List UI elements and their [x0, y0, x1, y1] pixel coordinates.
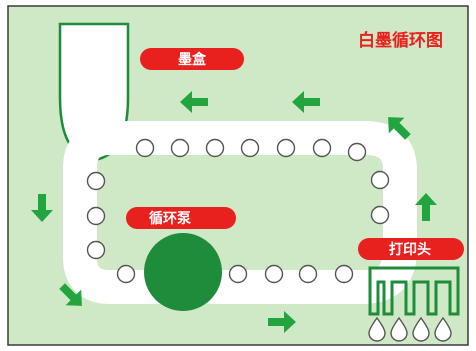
circulation-bead — [135, 138, 155, 158]
circulation-bead — [264, 264, 284, 284]
print-head-label: 打印头 — [389, 241, 431, 258]
circulation-bead — [116, 264, 136, 284]
circulation-bead — [86, 171, 106, 191]
flow-arrow-icon — [292, 91, 320, 113]
ink-drop-icon — [434, 316, 452, 342]
circulation-pump-label-pill — [126, 207, 236, 229]
circulation-bead — [86, 206, 106, 226]
flow-arrow-icon — [31, 194, 53, 222]
bead-group — [86, 138, 390, 284]
circulation-bead — [370, 170, 390, 190]
circulation-bead — [334, 264, 354, 284]
flow-arrow-icon — [180, 91, 208, 113]
print-head-shape — [368, 266, 460, 316]
circulation-bead — [228, 264, 248, 284]
diagram-title: 白墨循环图 — [358, 30, 443, 51]
circulation-track — [63, 121, 417, 304]
ink-cartridge-label: 墨盒 — [178, 51, 207, 68]
circulation-pump-shape — [144, 233, 222, 311]
flow-arrow-group — [31, 91, 437, 333]
flow-arrow-icon — [415, 193, 437, 221]
print-head-label-pill — [358, 238, 464, 260]
circulation-bead — [205, 138, 225, 158]
circulation-bead — [170, 138, 190, 158]
ink-drop-group — [368, 316, 452, 342]
circulation-bead — [347, 142, 367, 162]
ink-cartridge-label-pill — [140, 48, 244, 70]
flow-arrow-icon — [268, 311, 296, 333]
circulation-bead — [298, 264, 318, 284]
flow-arrow-icon — [388, 117, 411, 140]
circulation-bead — [240, 138, 260, 158]
flow-arrow-icon — [59, 283, 82, 306]
circulation-bead — [312, 138, 332, 158]
ink-drop-icon — [412, 316, 430, 342]
circulation-bead — [276, 138, 296, 158]
circulation-bead — [86, 240, 106, 260]
ink-drop-icon — [368, 316, 386, 342]
circulation-bead — [370, 205, 390, 225]
circulation-pump-label: 循环泵 — [149, 210, 191, 227]
ink-drop-icon — [390, 316, 408, 342]
